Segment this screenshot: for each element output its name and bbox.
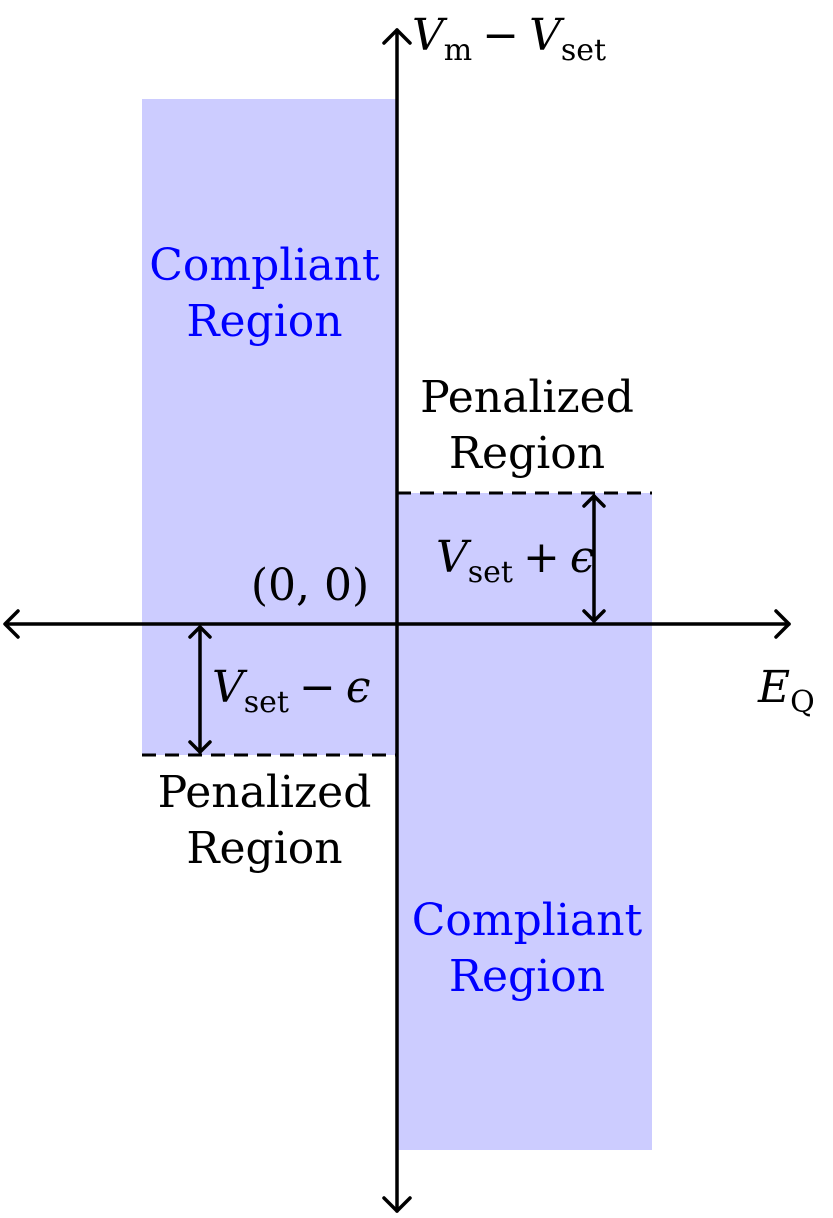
lower-margin-arrow [188, 625, 212, 754]
upper-margin-var: V [436, 532, 468, 583]
x-axis-label-sub: Q [790, 685, 815, 720]
compliant-region-lower-right-fill [397, 493, 652, 1150]
upper-margin-label: Vset +ϵ [436, 530, 595, 601]
compliant-region-upper-left-fill [142, 99, 397, 755]
y-axis-label-var1: V [412, 10, 444, 61]
penalized-upper-line1: Penalized [420, 372, 634, 423]
upper-margin-epsilon: ϵ [569, 532, 595, 583]
upper-margin-operator: + [523, 532, 560, 583]
x-axis-left-arrowhead [3, 609, 20, 639]
upper-margin-arrow [582, 494, 606, 623]
lower-margin-var: V [212, 662, 244, 713]
x-axis-right-arrowhead [774, 609, 791, 639]
origin-label: (0, 0) [250, 560, 370, 611]
y-axis-top-arrowhead [382, 28, 412, 45]
lower-margin-label: Vset−ϵ [212, 660, 371, 731]
compliant-lower-line1: Compliant [411, 895, 643, 946]
y-axis-label-var2: V [529, 10, 561, 61]
penalized-region-lower-left-label: Penalized Region [142, 765, 387, 877]
y-axis-bottom-arrowhead [382, 1196, 412, 1213]
y-axis-label-sub2: set [560, 33, 607, 68]
penalized-region-upper-right-label: Penalized Region [402, 370, 652, 482]
compliant-upper-line2: Region [186, 296, 343, 347]
compliant-lower-line2: Region [448, 951, 606, 1002]
y-axis-label-sub1: m [443, 33, 473, 68]
lower-margin-epsilon: ϵ [345, 662, 371, 713]
y-axis [382, 28, 412, 1213]
x-axis-label-var: E [758, 662, 791, 713]
compliant-region-lower-right-label: Compliant Region [402, 893, 652, 1005]
x-axis-label: EQ [758, 660, 815, 731]
penalized-lower-line2: Region [186, 823, 343, 874]
compliant-upper-line1: Compliant [149, 240, 380, 291]
upper-margin-sub: set [467, 555, 513, 590]
y-axis-label: Vm−Vset [412, 8, 606, 79]
penalized-lower-line1: Penalized [157, 767, 372, 818]
lower-margin-operator: − [299, 662, 336, 713]
compliant-region-upper-left-label: Compliant Region [142, 238, 387, 350]
y-axis-label-operator: − [482, 10, 520, 61]
penalized-upper-line2: Region [448, 428, 606, 479]
lower-margin-sub: set [243, 685, 289, 720]
